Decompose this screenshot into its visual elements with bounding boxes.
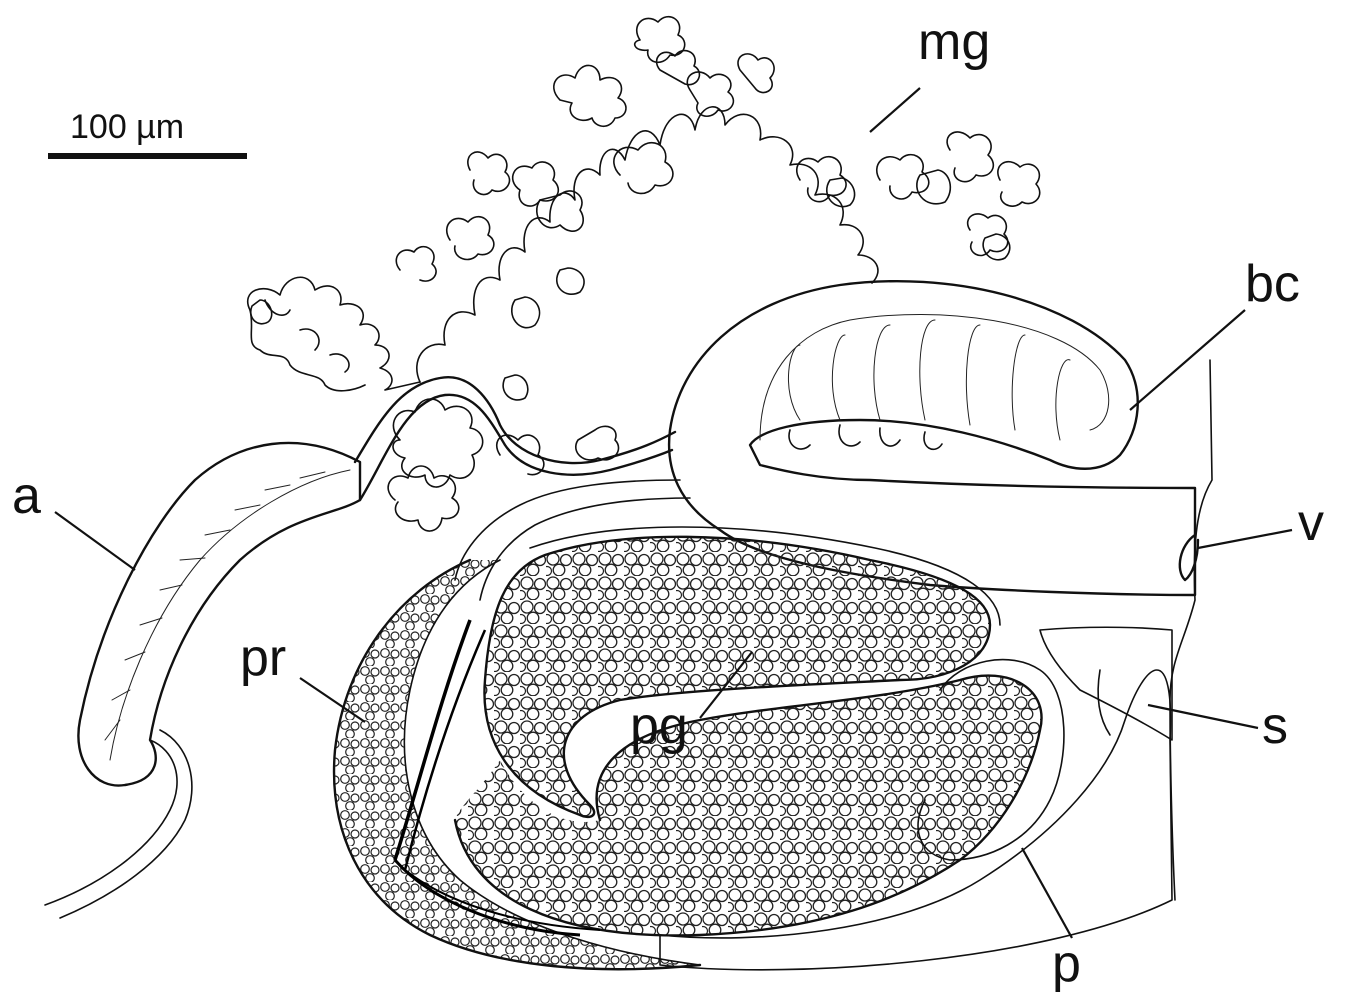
label-bc: bc [1245, 258, 1300, 310]
label-p: p [1052, 938, 1081, 990]
label-pg: pg [630, 700, 688, 752]
leader-v [1198, 530, 1292, 548]
leader-mg [870, 88, 920, 132]
scale-bar-label: 100 µm [70, 110, 184, 144]
label-s: s [1262, 700, 1288, 752]
mucous-gland [248, 17, 1040, 531]
leader-p [1022, 848, 1072, 938]
leader-a [55, 512, 135, 570]
leader-bc [1130, 310, 1245, 410]
leader-s [1148, 705, 1258, 728]
label-mg: mg [918, 16, 990, 68]
label-v: v [1298, 497, 1324, 549]
body-wall [1040, 360, 1212, 900]
label-a: a [12, 470, 41, 522]
label-pr: pr [240, 632, 286, 684]
